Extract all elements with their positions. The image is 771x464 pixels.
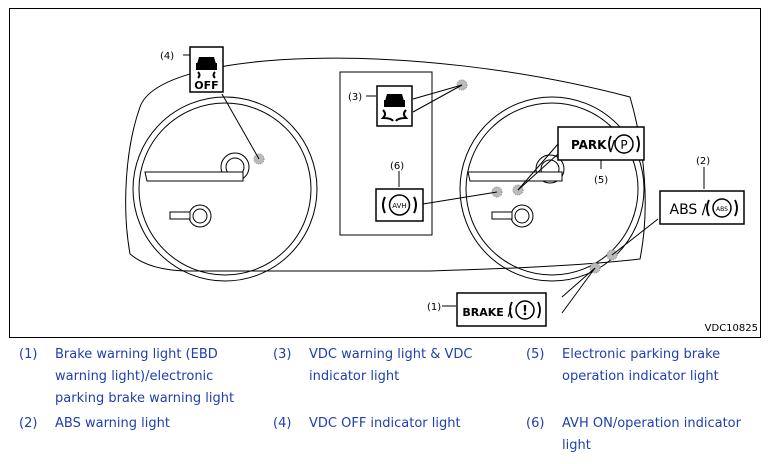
brake-icon: BRAKE / ! [456, 292, 547, 327]
park-p-label: P [620, 138, 627, 152]
legend-text-6: AVH ON/operation indicator light [562, 416, 741, 453]
instrument-cluster-figure: OFF AVH PARK / P ABS / ABS BRAKE / ! [9, 8, 761, 338]
callout-6: (6) [390, 161, 404, 172]
callout-4: (4) [160, 51, 174, 62]
callout-1: (1) [427, 302, 441, 313]
legend-text-5: Electronic parking brake operation indic… [562, 347, 721, 384]
brake-label: BRAKE / [462, 306, 512, 319]
vdc-icon [376, 85, 413, 127]
vdc-off-icon: OFF [189, 46, 224, 93]
left-gauge [132, 96, 318, 282]
park-label: PARK / [571, 138, 616, 152]
legend: (1) Brake warning light (EBD warning lig… [0, 340, 771, 464]
legend-num-2: (2) [19, 416, 38, 431]
legend-num-1: (1) [19, 347, 38, 362]
brake-excl-label: ! [522, 304, 528, 319]
legend-text-3: VDC warning light & VDC indicator light [309, 347, 473, 384]
cluster-outline [125, 57, 646, 272]
right-gauge [459, 96, 645, 282]
callout-3: (3) [348, 92, 362, 103]
abs-label: ABS / [670, 202, 707, 218]
legend-num-6: (6) [526, 416, 545, 431]
callout-5: (5) [594, 175, 608, 186]
legend-text-4: VDC OFF indicator light [309, 416, 461, 431]
avh-icon: AVH [375, 188, 424, 222]
cluster-diagram: OFF AVH PARK / P ABS / ABS BRAKE / ! [125, 46, 758, 334]
legend-text-2: ABS warning light [55, 416, 170, 431]
leader-lines [183, 54, 705, 314]
abs-icon: ABS / ABS [659, 190, 745, 225]
callout-2: (2) [696, 156, 710, 167]
abs-icon-label: ABS [716, 206, 728, 213]
park-icon: PARK / P [557, 126, 645, 161]
avh-label: AVH [392, 202, 406, 210]
figure-code: VDC10825 [705, 323, 758, 334]
legend-num-3: (3) [273, 347, 292, 362]
legend-num-4: (4) [273, 416, 292, 431]
legend-num-5: (5) [526, 347, 545, 362]
vdc-off-label: OFF [194, 79, 218, 92]
legend-text-1: Brake warning light (EBD warning light)/… [55, 347, 235, 406]
